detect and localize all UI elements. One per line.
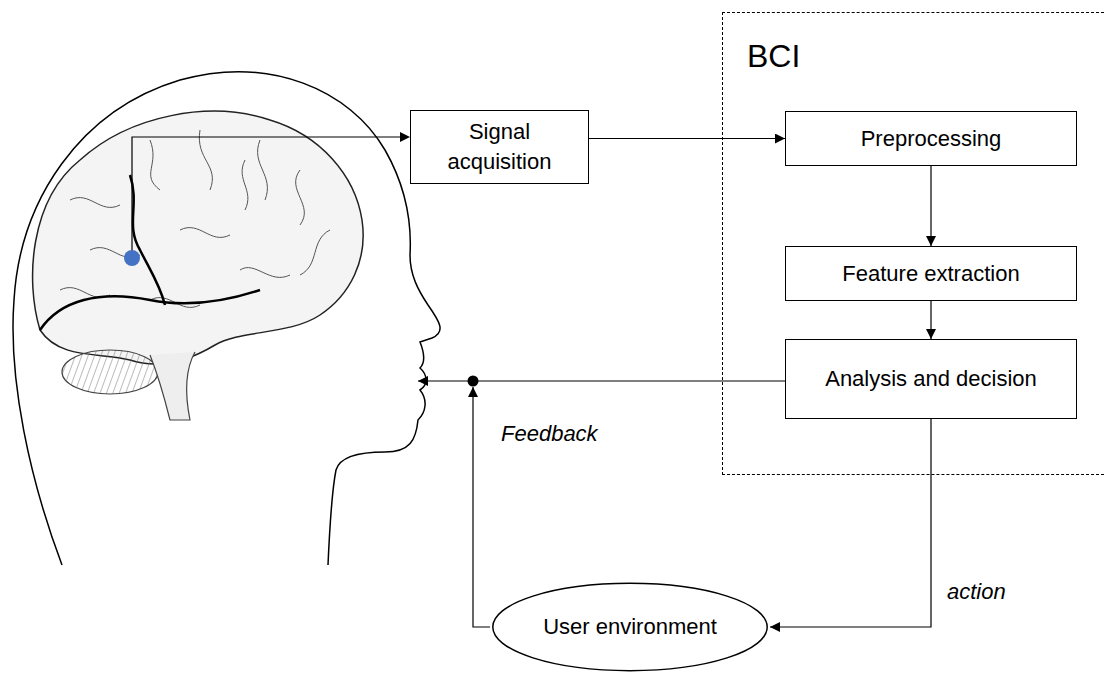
flow-arrow xyxy=(589,138,785,139)
process-box: Signal acquisition xyxy=(410,110,589,184)
central-sulcus xyxy=(130,175,165,305)
environment-ellipse: User environment xyxy=(490,582,770,672)
node-label: Preprocessing xyxy=(861,124,1002,154)
system-boundary: BCI PreprocessingFeature extractionAnalys… xyxy=(722,12,1104,475)
flow-arrow xyxy=(770,419,931,627)
process-box: Preprocessing xyxy=(785,111,1077,166)
cerebellum xyxy=(62,350,158,394)
edge-label: action xyxy=(945,579,1008,605)
flow-arrow xyxy=(930,166,931,246)
node-label: Analysis and decision xyxy=(825,364,1037,394)
node-label: Signal acquisition xyxy=(423,117,576,176)
group-heading: BCI xyxy=(747,35,800,78)
node-label: Feature extraction xyxy=(842,259,1019,289)
node-label: User environment xyxy=(543,612,717,642)
process-box: Analysis and decision xyxy=(785,339,1077,419)
junction-dot xyxy=(468,376,479,387)
feedback-label: Feedback xyxy=(499,421,600,447)
brain-outline xyxy=(33,111,364,364)
lateral-sulcus xyxy=(40,290,260,330)
brain-folds xyxy=(60,130,330,307)
arrowhead xyxy=(400,132,410,142)
process-box: Feature extraction xyxy=(785,246,1077,301)
electrode-dot xyxy=(124,250,140,266)
flow-arrow xyxy=(930,301,931,339)
brain-stem xyxy=(150,352,195,420)
feedback-line xyxy=(473,387,490,627)
head-outline xyxy=(13,72,440,565)
electrode-wire xyxy=(132,137,400,258)
